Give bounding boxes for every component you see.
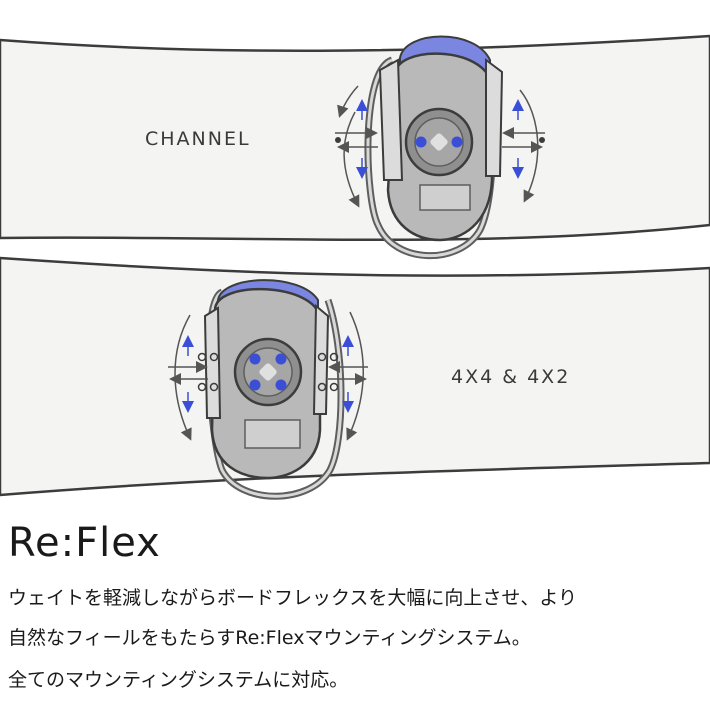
mount-label-channel: CHANNEL	[145, 128, 251, 150]
description-line-2: 自然なフィールをもたらすRe:Flexマウンティングシステム。	[8, 627, 531, 649]
snowboard-bottom	[0, 256, 710, 497]
product-text-block	[0, 515, 710, 710]
binding-4x4	[168, 279, 368, 500]
description-line-3: 全てのマウンティングシステムに対応。	[8, 669, 349, 691]
mount-label-4x4-4x2: 4X4 & 4X2	[451, 366, 571, 388]
illustration-svg	[0, 34, 710, 500]
snowboard-top	[0, 34, 710, 242]
binding-channel	[335, 35, 545, 260]
binding-illustration: CHANNEL 4X4 & 4X2	[0, 34, 710, 500]
description-line-1: ウェイトを軽減しながらボードフレックスを大幅に向上させ、より	[8, 587, 578, 609]
product-title: Re:Flex	[8, 520, 161, 566]
